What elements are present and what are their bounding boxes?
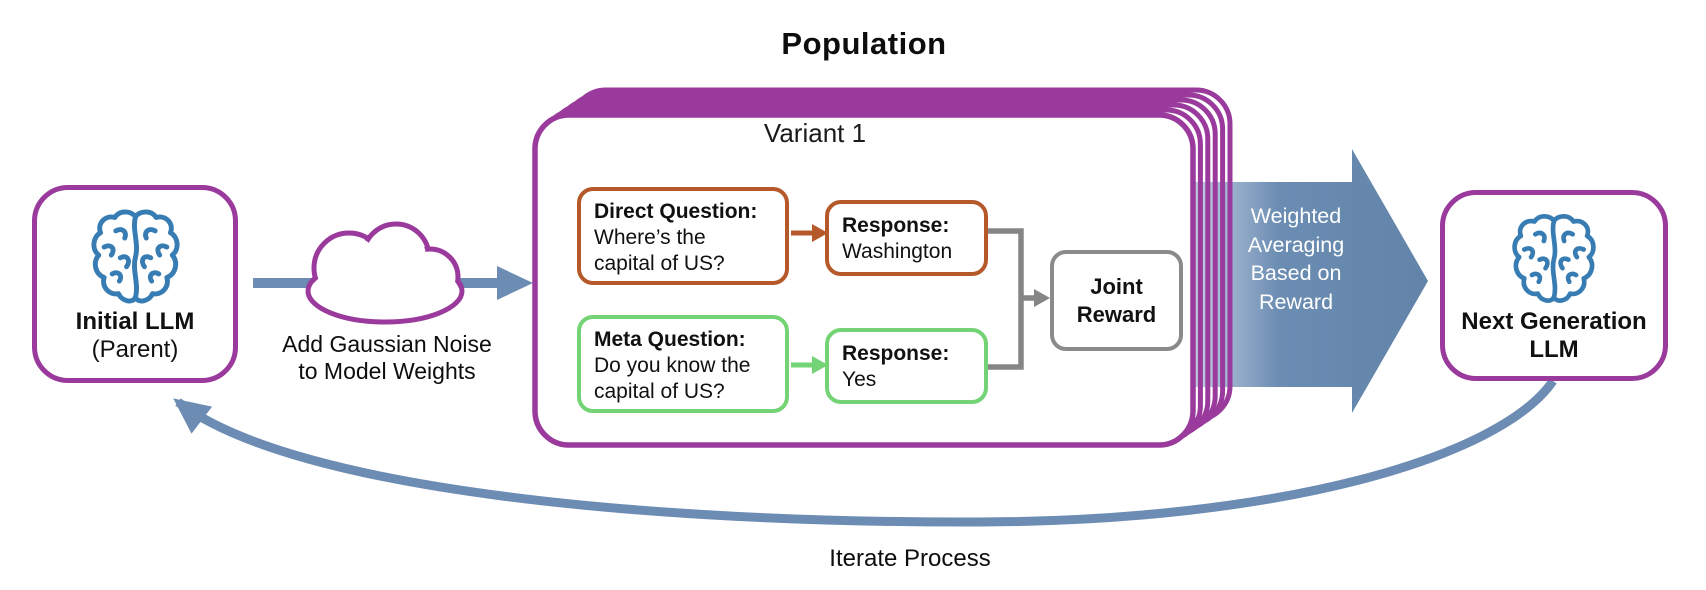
initial-llm-box: Initial LLM (Parent)	[32, 185, 238, 383]
brain-icon	[88, 204, 183, 308]
meta-question-line1: Do you know the	[594, 354, 751, 377]
direct-response-label: Response:	[842, 214, 950, 237]
direct-question-box: Direct Question: Where’s the capital of …	[577, 187, 789, 285]
next-gen-llm-sublabel: LLM	[1529, 335, 1579, 363]
initial-llm-label: Initial LLM	[75, 308, 195, 335]
gaussian-cloud-icon	[305, 221, 465, 325]
meta-response-value: Yes	[842, 368, 877, 391]
variant-title: Variant 1	[763, 118, 867, 148]
meta-question-label: Meta Question:	[594, 328, 746, 351]
brain-icon	[1509, 208, 1599, 308]
iterate-arrow	[173, 378, 1557, 527]
direct-question-label: Direct Question:	[594, 200, 758, 223]
next-gen-llm-box: Next Generation LLM	[1440, 190, 1668, 381]
meta-response-label: Response:	[842, 342, 950, 365]
meta-question-line2: capital of US?	[594, 380, 725, 403]
meta-question-box: Meta Question: Do you know the capital o…	[577, 315, 789, 413]
joint-reward-line1: Joint	[1090, 273, 1143, 299]
direct-response-value: Washington	[842, 240, 953, 263]
direct-question-line1: Where’s the	[594, 226, 706, 249]
weighted-averaging-arrow	[1158, 149, 1428, 413]
population-title: Population	[781, 26, 947, 61]
joint-reward-arrowhead	[1034, 289, 1050, 307]
joint-reward-connector	[987, 228, 1035, 370]
direct-arrow	[791, 224, 828, 242]
weighted-averaging-label: Weighted Averaging Based on Reward	[1247, 204, 1345, 314]
iterate-label: Iterate Process	[829, 545, 991, 572]
initial-llm-sublabel: (Parent)	[91, 336, 179, 363]
direct-question-line2: capital of US?	[594, 252, 725, 275]
joint-reward-line2: Reward	[1076, 301, 1157, 327]
next-gen-llm-label: Next Generation	[1461, 307, 1647, 335]
direct-response-box: Response: Washington	[825, 200, 988, 276]
noise-caption: Add Gaussian Noise to Model Weights	[282, 331, 492, 384]
joint-reward-box: Joint Reward	[1050, 250, 1183, 351]
meta-response-box: Response: Yes	[825, 328, 988, 404]
meta-arrow	[791, 356, 828, 374]
